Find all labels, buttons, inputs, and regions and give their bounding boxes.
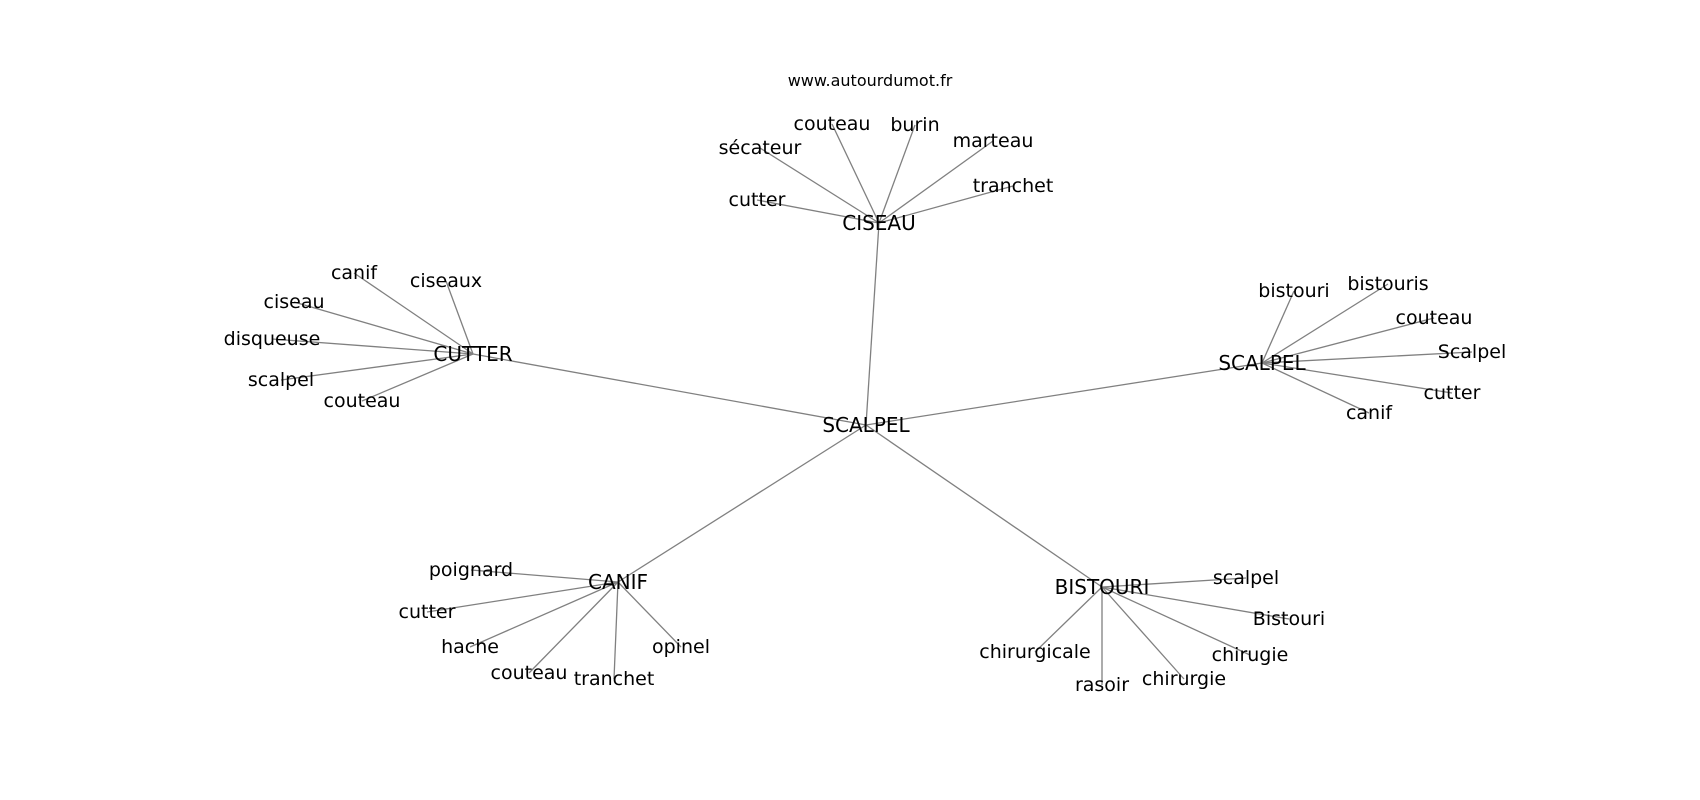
hub-node: CISEAU <box>842 211 916 235</box>
leaf-node: couteau <box>794 113 871 135</box>
leaf-node: cutter <box>729 189 786 211</box>
leaf-node: hache <box>441 636 499 658</box>
edge-center-to-hub <box>865 424 1103 588</box>
edge-center-to-hub <box>865 222 880 426</box>
leaf-node: ciseaux <box>410 270 482 292</box>
leaf-node: chirurgicale <box>979 641 1091 663</box>
edge-hub-to-leaf <box>271 338 474 355</box>
edge-hub-to-leaf <box>1101 586 1185 680</box>
edge-hub-to-leaf <box>1034 586 1103 653</box>
leaf-node: Scalpel <box>1438 341 1506 363</box>
leaf-node: marteau <box>953 130 1034 152</box>
leaf-node: Bistouri <box>1253 608 1325 630</box>
edge-hub-to-leaf <box>293 301 474 355</box>
hub-node: CUTTER <box>433 342 512 366</box>
leaf-node: ciseau <box>264 291 325 313</box>
leaf-node: couteau <box>324 390 401 412</box>
leaf-node: scalpel <box>1213 567 1279 589</box>
leaf-node: scalpel <box>248 369 314 391</box>
hub-node: SCALPEL <box>1218 351 1306 375</box>
leaf-node: couteau <box>1396 307 1473 329</box>
leaf-node: rasoir <box>1075 674 1129 696</box>
leaf-node: canif <box>331 262 378 284</box>
center-node: SCALPEL <box>822 413 910 437</box>
edge-hub-to-leaf <box>469 581 619 648</box>
watermark: www.autourdumot.fr <box>787 71 953 90</box>
edge-hub-to-leaf <box>1261 362 1370 414</box>
edge-hub-to-leaf <box>759 147 880 224</box>
edge-hub-to-leaf <box>1261 290 1295 364</box>
edge-hub-to-leaf <box>878 185 1014 224</box>
edge-hub-to-leaf <box>1261 362 1453 394</box>
leaf-node: burin <box>890 114 939 136</box>
hub-node: CANIF <box>588 570 648 594</box>
edge-hub-to-leaf <box>361 353 474 402</box>
edge-hub-to-leaf <box>1261 317 1435 364</box>
leaf-node: opinel <box>652 636 710 658</box>
edge-hub-to-leaf <box>470 569 619 583</box>
edge-hub-to-leaf <box>1101 577 1247 588</box>
graph-edges <box>271 123 1473 685</box>
leaf-node: canif <box>1346 402 1393 424</box>
edge-center-to-hub <box>865 362 1263 426</box>
edge-hub-to-leaf <box>426 581 619 613</box>
leaf-node: bistouri <box>1258 280 1329 302</box>
leaf-node: chirugie <box>1212 644 1289 666</box>
edge-center-to-hub <box>472 353 867 426</box>
edge-hub-to-leaf <box>1261 351 1473 364</box>
leaf-node: sécateur <box>719 137 802 159</box>
leaf-node: chirurgie <box>1142 668 1226 690</box>
edge-hub-to-leaf <box>756 199 880 224</box>
leaf-node: tranchet <box>973 175 1054 197</box>
edge-hub-to-leaf <box>878 140 994 224</box>
graph-labels: SCALPEL CISEAU couteau burin sécateur marteau… <box>224 113 1507 696</box>
edge-hub-to-leaf <box>1261 283 1389 364</box>
edge-hub-to-leaf <box>445 280 474 355</box>
hub-node: BISTOURI <box>1055 575 1150 599</box>
leaf-node: bistouris <box>1347 273 1428 295</box>
edge-hub-to-leaf <box>617 581 682 648</box>
leaf-node: poignard <box>429 559 513 581</box>
edge-hub-to-leaf <box>280 353 474 381</box>
edge-hub-to-leaf <box>1101 586 1251 656</box>
leaf-node: couteau <box>491 662 568 684</box>
edge-hub-to-leaf <box>528 581 619 674</box>
edge-hub-to-leaf <box>353 272 474 355</box>
edge-hub-to-leaf <box>878 124 916 224</box>
edge-hub-to-leaf <box>613 581 619 680</box>
edge-hub-to-leaf <box>831 123 880 224</box>
leaf-node: disqueuse <box>224 328 321 350</box>
leaf-node: cutter <box>399 601 456 623</box>
edge-hub-to-leaf <box>1101 586 1290 620</box>
edge-center-to-hub <box>617 424 867 583</box>
leaf-node: cutter <box>1424 382 1481 404</box>
leaf-node: tranchet <box>574 668 655 690</box>
